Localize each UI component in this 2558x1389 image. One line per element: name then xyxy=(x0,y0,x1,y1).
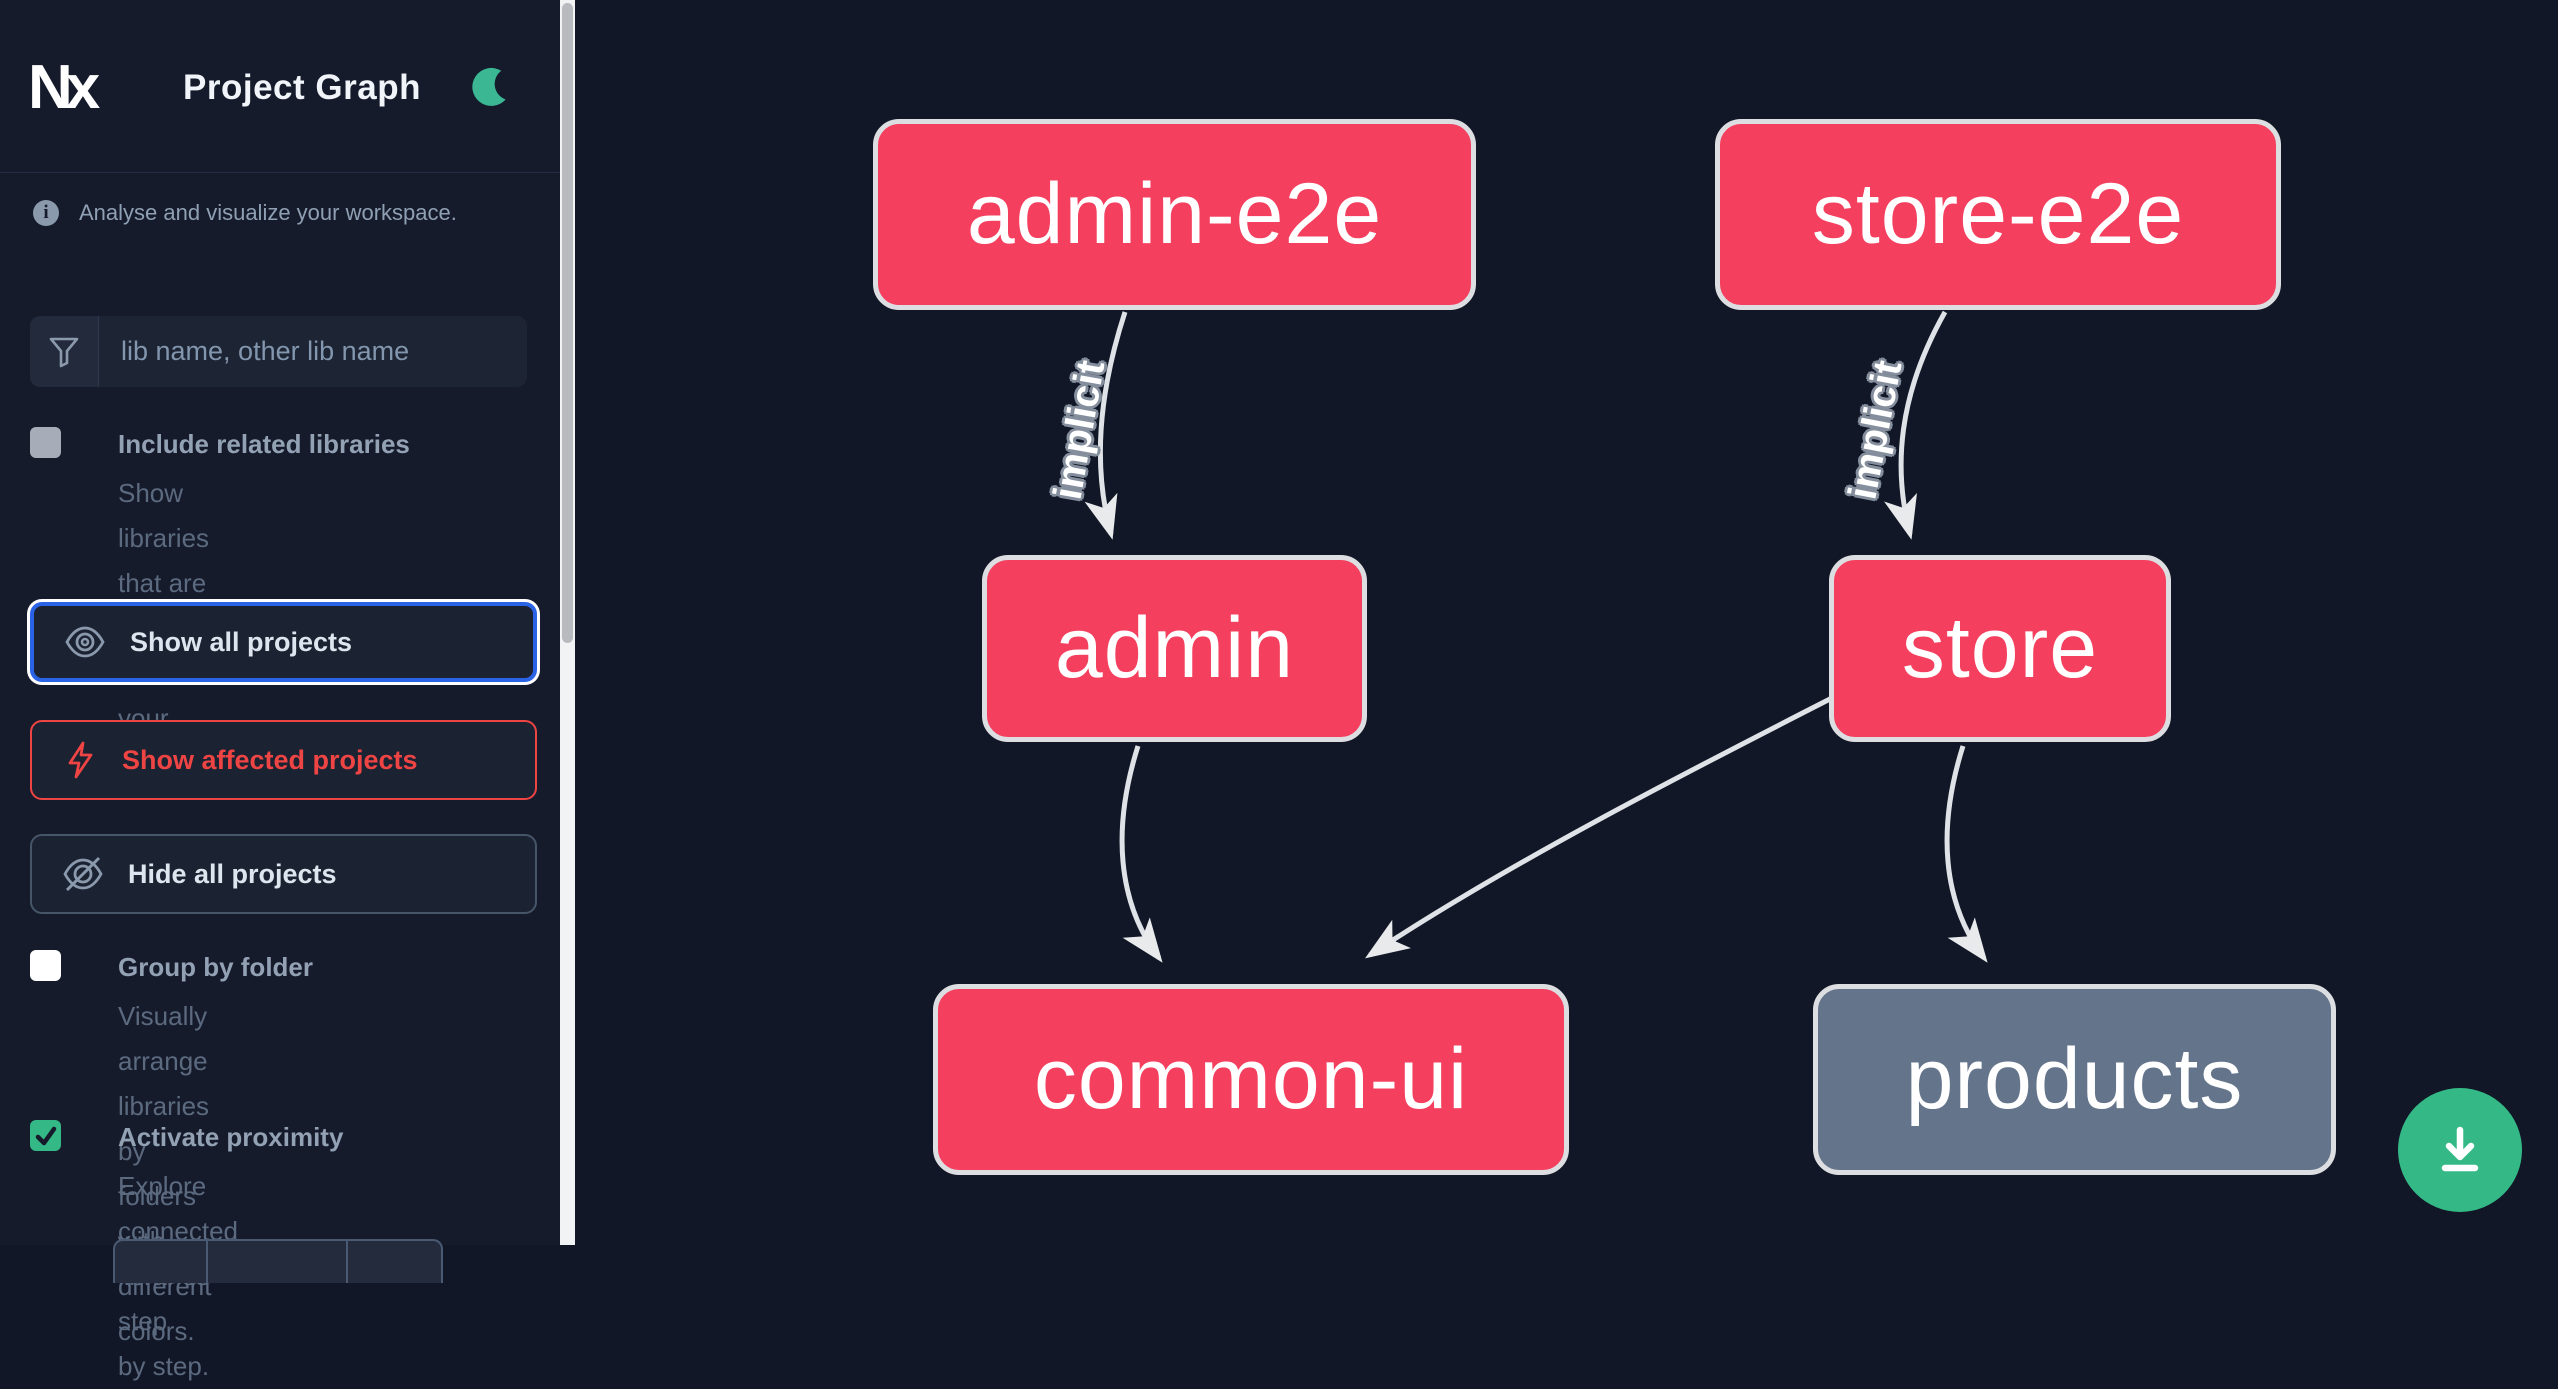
graph-node-admin[interactable]: admin xyxy=(982,555,1367,742)
nx-logo: Nx xyxy=(28,53,100,122)
button-label: Hide all projects xyxy=(128,858,337,889)
sidebar-header: Nx Project Graph xyxy=(0,0,560,173)
edge-admin-common-ui xyxy=(1119,745,1163,963)
download-image-button[interactable] xyxy=(2398,1088,2522,1212)
search-box xyxy=(30,316,527,387)
include-related-row: Include related libraries Show libraries… xyxy=(30,427,410,778)
check-icon xyxy=(35,1126,56,1145)
edge-admin-e2e-admin xyxy=(1084,311,1128,540)
button-label: Show all projects xyxy=(130,626,353,657)
hide-all-projects-button[interactable]: Hide all projects xyxy=(30,834,537,914)
moon-icon xyxy=(472,67,506,106)
show-affected-projects-button[interactable]: Show affected projects xyxy=(30,720,537,800)
sidebar-scrollbar-thumb[interactable] xyxy=(562,3,573,643)
graph-node-products[interactable]: products xyxy=(1813,984,2336,1175)
project-graph-canvas[interactable]: implicit implicit admin-e2e store-e2e ad… xyxy=(575,0,2558,1245)
edge-store-common-ui xyxy=(1365,695,1834,959)
sidebar-scrollbar-track xyxy=(560,0,575,1245)
proximity-degree-control xyxy=(113,1239,443,1283)
proximity-increment-button[interactable] xyxy=(348,1241,441,1283)
group-by-folder-checkbox[interactable] xyxy=(30,950,61,981)
proximity-degree-value xyxy=(208,1241,348,1283)
include-related-checkbox[interactable] xyxy=(30,427,61,458)
button-label: Show affected projects xyxy=(122,744,418,775)
dark-mode-toggle[interactable] xyxy=(466,62,514,110)
activate-proximity-checkbox[interactable] xyxy=(30,1120,61,1151)
info-icon: i xyxy=(33,200,59,226)
graph-edges xyxy=(1084,310,1988,963)
checkbox-label: Activate proximity xyxy=(118,1122,344,1152)
download-icon xyxy=(2441,1126,2479,1172)
edge-store-products xyxy=(1944,745,1988,963)
workspace-tagline-row: i Analyse and visualize your workspace. xyxy=(33,200,457,226)
activate-proximity-row: Activate proximity Explore connected lib… xyxy=(30,1120,343,1381)
eye-icon xyxy=(65,626,105,658)
graph-node-store[interactable]: store xyxy=(1829,555,2171,742)
graph-node-store-e2e[interactable]: store-e2e xyxy=(1715,119,2281,310)
workspace-tagline: Analyse and visualize your workspace. xyxy=(79,200,457,225)
lightning-icon xyxy=(68,741,93,779)
sidebar: Nx Project Graph i Analyse and visualize… xyxy=(0,0,560,1381)
checkbox-label: Group by folder xyxy=(118,952,313,982)
search-input[interactable] xyxy=(99,316,527,387)
checkbox-label: Include related libraries xyxy=(118,429,410,459)
filter-icon xyxy=(30,316,99,387)
show-all-projects-button[interactable]: Show all projects xyxy=(30,602,537,682)
group-by-folder-row: Group by folder Visually arrange librari… xyxy=(30,950,313,1346)
page-title: Project Graph xyxy=(183,68,421,107)
eye-off-icon xyxy=(63,856,103,892)
edge-store-e2e-store xyxy=(1884,310,1948,540)
graph-node-admin-e2e[interactable]: admin-e2e xyxy=(873,119,1476,310)
graph-node-common-ui[interactable]: common-ui xyxy=(933,984,1569,1175)
proximity-decrement-button[interactable] xyxy=(115,1241,208,1283)
